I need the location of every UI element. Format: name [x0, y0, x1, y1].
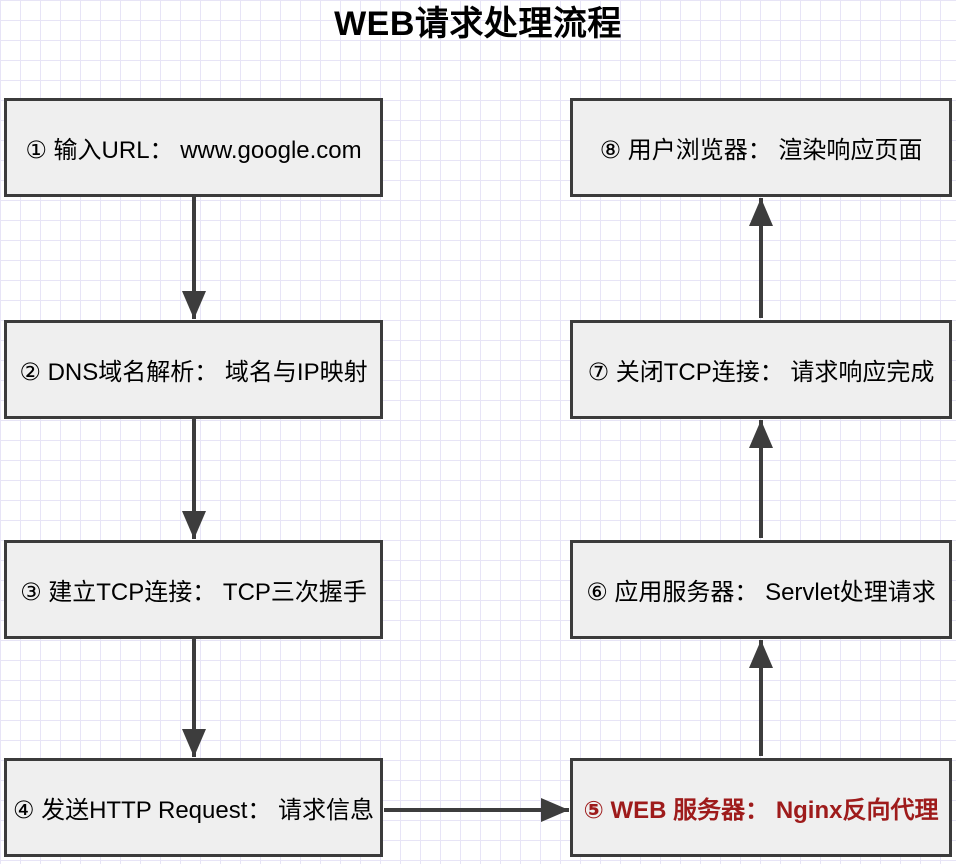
flow-node-step3-tcp-connect: ③ 建立TCP连接： TCP三次握手 [4, 540, 383, 639]
flow-node-step2-label: ② DNS域名解析： 域名与IP映射 [19, 359, 368, 386]
flow-node-step7-label: ⑦ 关闭TCP连接： 请求响应完成 [587, 359, 935, 386]
flow-node-step5-label: ⑤ WEB 服务器： Nginx反向代理 [583, 797, 939, 824]
flow-node-step7-tcp-close: ⑦ 关闭TCP连接： 请求响应完成 [570, 320, 952, 419]
flow-node-step1-input-url: ① 输入URL： www.google.com [4, 98, 383, 197]
diagram-title: WEB请求处理流程 [334, 5, 622, 43]
flow-node-step8-label: ⑧ 用户浏览器： 渲染响应页面 [599, 137, 923, 164]
flow-node-step2-dns-resolution: ② DNS域名解析： 域名与IP映射 [4, 320, 383, 419]
flow-node-step6-app-server: ⑥ 应用服务器： Servlet处理请求 [570, 540, 952, 639]
flow-node-step6-label: ⑥ 应用服务器： Servlet处理请求 [586, 579, 936, 606]
flow-node-step8-browser-render: ⑧ 用户浏览器： 渲染响应页面 [570, 98, 952, 197]
flow-node-step4-label: ④ 发送HTTP Request： 请求信息 [12, 797, 375, 824]
flow-node-step5-web-server: ⑤ WEB 服务器： Nginx反向代理 [570, 758, 952, 857]
flow-node-step1-label: ① 输入URL： www.google.com [25, 137, 362, 164]
flow-node-step4-http-request: ④ 发送HTTP Request： 请求信息 [4, 758, 383, 857]
flow-node-step3-label: ③ 建立TCP连接： TCP三次握手 [20, 579, 367, 606]
